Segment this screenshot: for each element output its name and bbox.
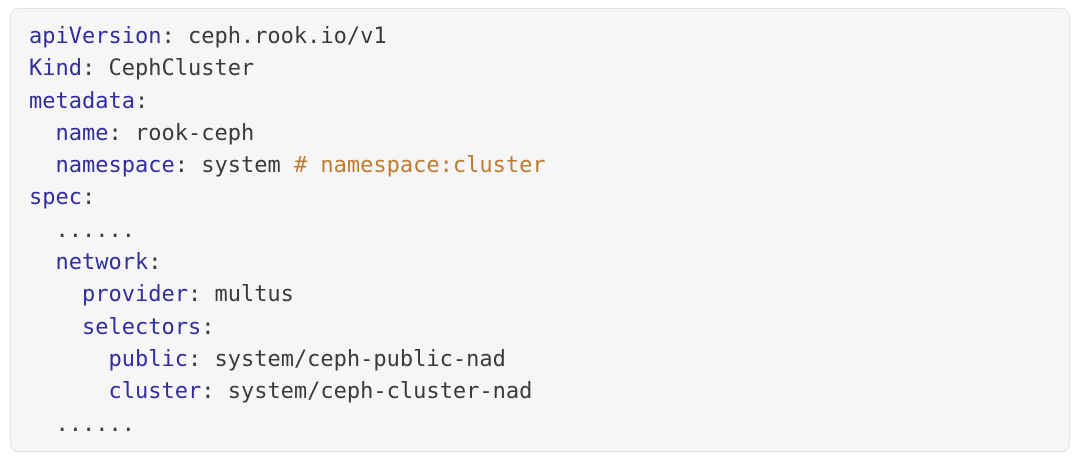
code-line: ...... xyxy=(29,215,1051,247)
code-token-value: : xyxy=(187,282,215,308)
code-line: cluster: system/ceph-cluster-nad xyxy=(29,376,1051,408)
code-token-value: system xyxy=(201,153,294,179)
code-token-indent xyxy=(29,153,56,178)
code-line: provider: multus xyxy=(29,279,1051,311)
code-token-value: CephCluster xyxy=(108,56,255,82)
code-token-key: provider xyxy=(81,282,188,308)
code-token-indent xyxy=(29,379,108,404)
code-line: public: system/ceph-public-nad xyxy=(29,344,1051,376)
code-line: name: rook-ceph xyxy=(29,118,1051,150)
code-token-key: apiVersion xyxy=(29,24,162,49)
code-token-indent xyxy=(29,347,108,372)
code-token-key: spec xyxy=(29,185,82,211)
code-token-key: namespace xyxy=(55,153,175,179)
code-token-key: network xyxy=(55,250,149,276)
code-token-value: : xyxy=(134,88,149,114)
code-token-value: system/ceph-cluster-nad xyxy=(227,379,533,405)
code-token-value: rook-ceph xyxy=(134,120,255,146)
code-token-value: system/ceph-public-nad xyxy=(214,346,506,372)
code-token-value: : xyxy=(81,56,109,82)
code-line: apiVersion: ceph.rook.io/v1 xyxy=(29,21,1051,53)
code-token-value: : xyxy=(201,314,215,340)
code-token-indent xyxy=(29,121,56,146)
code-token-indent xyxy=(29,315,82,340)
code-token-value: : xyxy=(201,379,228,405)
code-token-comment: # namespace:cluster xyxy=(293,153,546,179)
code-token-value: ...... xyxy=(55,217,135,243)
code-line: network: xyxy=(29,247,1051,279)
code-token-value: : xyxy=(108,120,135,146)
code-token-key: Kind xyxy=(29,56,82,82)
code-line: metadata: xyxy=(29,86,1051,118)
code-token-key: name xyxy=(55,120,109,146)
code-token-value: : xyxy=(187,346,215,372)
code-token-value: ceph.rook.io/v1 xyxy=(187,24,387,49)
code-token-indent xyxy=(29,282,82,307)
code-token-value: ...... xyxy=(55,411,135,437)
code-token-indent xyxy=(29,218,56,243)
code-token-value: : xyxy=(81,185,96,211)
code-line: namespace: system # namespace:cluster xyxy=(29,150,1051,182)
code-line: Kind: CephCluster xyxy=(29,53,1051,85)
code-line: spec: xyxy=(29,182,1051,214)
code-token-value: : xyxy=(148,250,162,276)
code-token-indent xyxy=(29,250,56,275)
code-token-indent xyxy=(29,412,56,437)
code-token-key: public xyxy=(108,346,188,372)
code-line: selectors: xyxy=(29,312,1051,344)
code-line: ...... xyxy=(29,409,1051,441)
code-token-key: metadata xyxy=(29,88,135,114)
code-token-value: : xyxy=(161,24,188,49)
code-token-value: multus xyxy=(214,282,294,308)
code-token-value: : xyxy=(174,153,202,179)
code-token-key: selectors xyxy=(81,314,202,340)
code-token-key: cluster xyxy=(108,379,202,405)
